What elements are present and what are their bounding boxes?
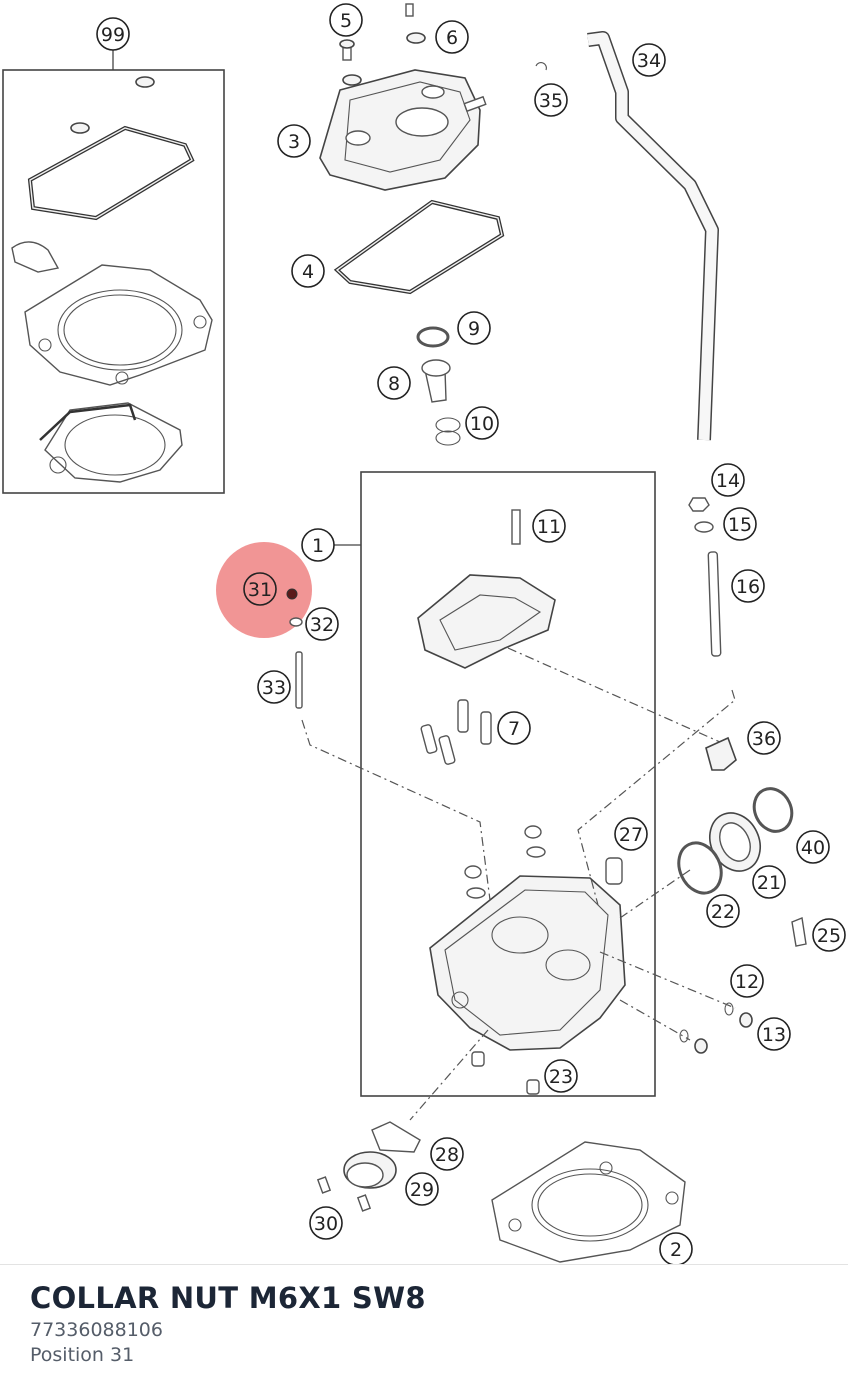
callout-label-22: 22 <box>711 901 735 923</box>
callout-30[interactable]: 30 <box>309 1206 343 1240</box>
callout-25[interactable]: 25 <box>812 918 846 952</box>
exploded-parts-diagram[interactable]: 9956334354981011114151631323373627402122… <box>0 0 848 1264</box>
callout-label-36: 36 <box>752 728 776 750</box>
callout-label-25: 25 <box>817 925 841 947</box>
callout-29[interactable]: 29 <box>405 1172 439 1206</box>
callout-label-15: 15 <box>728 514 752 536</box>
gasket-kit-group[interactable] <box>2 50 225 494</box>
callout-7[interactable]: 7 <box>497 711 531 745</box>
callout-label-13: 13 <box>762 1024 786 1046</box>
callout-34[interactable]: 34 <box>632 43 666 77</box>
callout-1[interactable]: 1 <box>301 528 335 562</box>
callout-label-3: 3 <box>288 131 300 153</box>
callout-label-2: 2 <box>670 1239 682 1261</box>
callout-10[interactable]: 10 <box>465 406 499 440</box>
callout-label-7: 7 <box>508 718 520 740</box>
callout-36[interactable]: 36 <box>747 721 781 755</box>
callout-label-4: 4 <box>302 261 314 283</box>
callout-22[interactable]: 22 <box>706 894 740 928</box>
callout-label-11: 11 <box>537 516 561 538</box>
callout-label-40: 40 <box>801 837 825 859</box>
callout-15[interactable]: 15 <box>723 507 757 541</box>
callout-label-30: 30 <box>314 1213 338 1235</box>
callout-label-29: 29 <box>410 1179 434 1201</box>
callout-label-23: 23 <box>549 1066 573 1088</box>
callout-label-99: 99 <box>101 24 125 46</box>
callout-13[interactable]: 13 <box>757 1017 791 1051</box>
highlight-marker <box>216 542 312 638</box>
callout-label-35: 35 <box>539 90 563 112</box>
callout-label-33: 33 <box>262 677 286 699</box>
callout-label-27: 27 <box>619 824 643 846</box>
callout-31[interactable]: 31 <box>243 572 277 606</box>
callout-14[interactable]: 14 <box>711 463 745 497</box>
right-side-parts[interactable] <box>605 497 807 1054</box>
callout-6[interactable]: 6 <box>435 20 469 54</box>
callout-2[interactable]: 2 <box>659 1232 693 1264</box>
callout-label-8: 8 <box>388 373 400 395</box>
callout-11[interactable]: 11 <box>532 509 566 543</box>
callout-27[interactable]: 27 <box>614 817 648 851</box>
callout-12[interactable]: 12 <box>730 964 764 998</box>
cylinder-head-assembly[interactable] <box>301 471 736 1121</box>
callout-label-1: 1 <box>312 535 324 557</box>
breather-hose[interactable] <box>535 31 719 441</box>
callout-21[interactable]: 21 <box>752 865 786 899</box>
callout-28[interactable]: 28 <box>430 1137 464 1171</box>
valve-cover-assembly[interactable] <box>319 3 505 446</box>
part-info-panel: COLLAR NUT M6X1 SW8 77336088106 Position… <box>0 1264 848 1391</box>
callout-5[interactable]: 5 <box>329 3 363 37</box>
callout-label-6: 6 <box>446 27 458 49</box>
callout-label-14: 14 <box>716 470 740 492</box>
callout-label-9: 9 <box>468 318 480 340</box>
callout-label-16: 16 <box>736 576 760 598</box>
callout-9[interactable]: 9 <box>457 311 491 345</box>
callout-99[interactable]: 99 <box>96 17 130 51</box>
callout-label-12: 12 <box>735 971 759 993</box>
callout-4[interactable]: 4 <box>291 254 325 288</box>
callout-label-34: 34 <box>637 50 661 72</box>
part-name: COLLAR NUT M6X1 SW8 <box>30 1281 426 1315</box>
callout-40[interactable]: 40 <box>796 830 830 864</box>
bottom-parts[interactable] <box>316 1121 686 1263</box>
callout-8[interactable]: 8 <box>377 366 411 400</box>
callout-35[interactable]: 35 <box>534 83 568 117</box>
callout-label-21: 21 <box>757 872 781 894</box>
callout-23[interactable]: 23 <box>544 1059 578 1093</box>
part-number: 77336088106 <box>30 1319 163 1341</box>
callout-label-31: 31 <box>248 579 272 601</box>
callout-label-32: 32 <box>310 614 334 636</box>
stud-and-nut-group[interactable] <box>216 542 312 709</box>
callout-label-28: 28 <box>435 1144 459 1166</box>
callout-label-10: 10 <box>470 413 494 435</box>
part-position: Position 31 <box>30 1344 135 1366</box>
callout-33[interactable]: 33 <box>257 670 291 704</box>
callout-label-5: 5 <box>340 10 352 32</box>
callout-16[interactable]: 16 <box>731 569 765 603</box>
callout-3[interactable]: 3 <box>277 124 311 158</box>
callout-32[interactable]: 32 <box>305 607 339 641</box>
